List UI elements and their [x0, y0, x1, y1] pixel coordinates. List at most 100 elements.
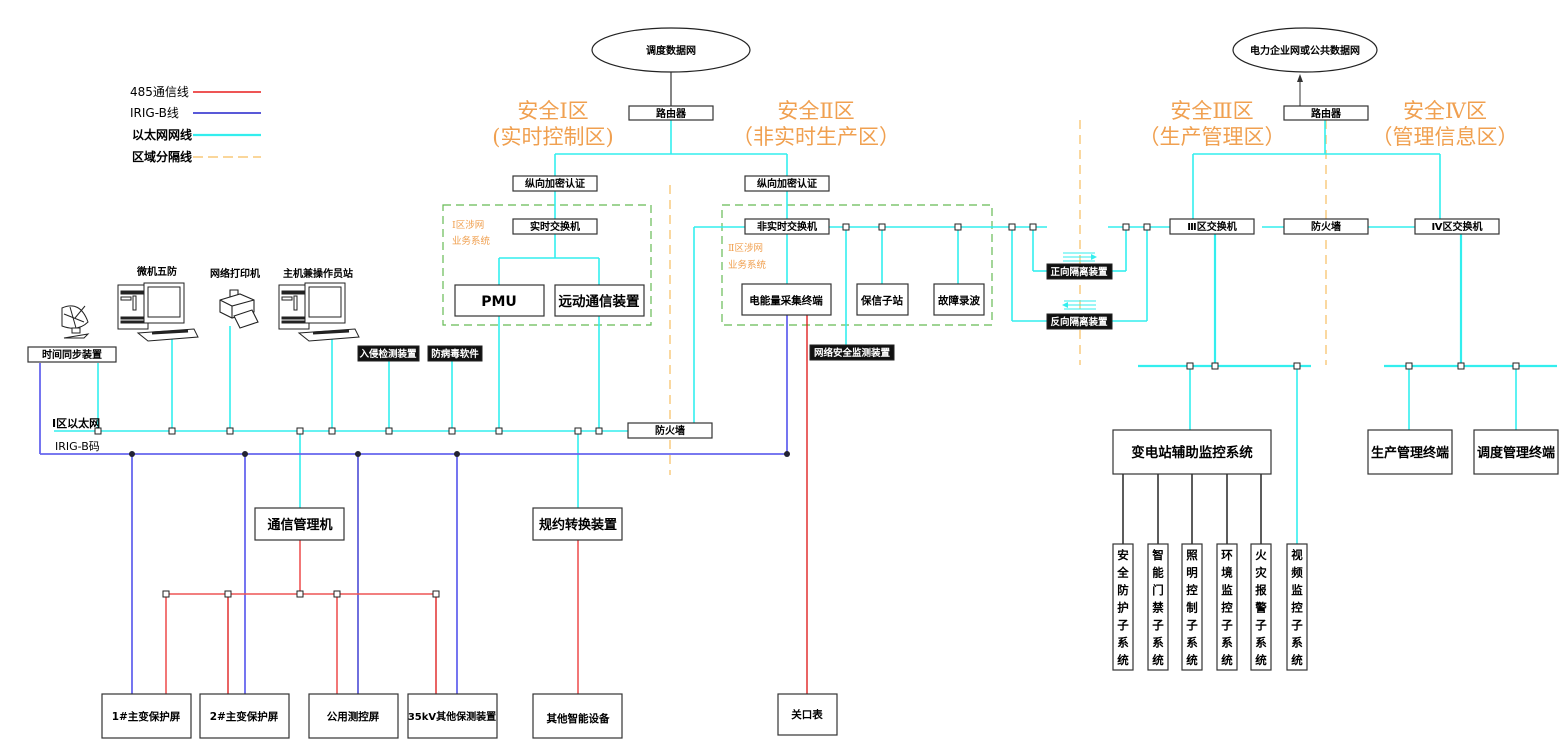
realtime-switch-label: 实时交换机	[530, 220, 580, 233]
bus-junction-node	[878, 223, 886, 231]
non-realtime-switch[interactable]: 非实时交换机	[744, 218, 830, 235]
bus-junction-node	[448, 427, 456, 435]
router-zone34[interactable]: 路由器	[1283, 105, 1369, 121]
aux-subsystem-char: 统	[1117, 653, 1129, 667]
intrusion-detection[interactable]: 入侵检测装置	[357, 345, 420, 362]
bus-junction-node	[385, 427, 393, 435]
realtime-switch[interactable]: 实时交换机	[512, 218, 598, 235]
bus-junction-node	[1457, 362, 1465, 370]
uplink-arrow-icon	[1297, 74, 1303, 82]
aux-subsystem-char: 系	[1221, 636, 1233, 650]
other-smart-device[interactable]: 其他智能设备	[532, 693, 623, 739]
zone1-title: 安全Ⅰ区	[517, 99, 588, 123]
antivirus-software[interactable]: 防病毒软件	[427, 345, 483, 362]
bus-junction-node	[1211, 362, 1219, 370]
legend-label-485: 485通信线	[130, 85, 189, 99]
comm-manager[interactable]: 通信管理机	[254, 507, 345, 541]
zone1-business-group	[442, 204, 652, 326]
aux-subsystem-char: 统	[1255, 653, 1267, 667]
aux-subsystem-char: 系	[1186, 636, 1198, 650]
time-sync-device[interactable]: 时间同步装置	[27, 346, 117, 363]
crypto-auth-zone2[interactable]: 纵向加密认证	[744, 175, 830, 192]
aux-subsystem-char: 护	[1117, 601, 1129, 615]
bus-nodes	[94, 223, 1520, 598]
non-realtime-switch-label: 非实时交换机	[757, 220, 817, 233]
irig-b-bus	[39, 312, 788, 694]
forward-arrow-icon	[1063, 252, 1097, 262]
aux-subsystem-char: 报	[1255, 583, 1267, 597]
reverse-isolator[interactable]: 反向隔离装置	[1046, 313, 1113, 330]
zone3-switch[interactable]: Ⅲ区交换机	[1169, 218, 1255, 235]
bus-junction-node	[296, 427, 304, 435]
bus-junction-node	[1122, 223, 1130, 231]
net-security-monitor[interactable]: 网络安全监测装置	[809, 344, 895, 361]
fault-recorder[interactable]: 故障录波	[933, 283, 985, 316]
bus-junction-node	[328, 427, 336, 435]
time-sync-label: 时间同步装置	[42, 348, 102, 361]
zone4-switch-label: Ⅳ区交换机	[1432, 220, 1483, 233]
aux-subsystem-char: 控	[1221, 601, 1233, 615]
t2-protection-panel[interactable]: 2#主变保护屏	[199, 693, 290, 739]
telecontrol-device[interactable]: 远动通信装置	[554, 284, 645, 317]
aux-subsystem-char: 子	[1291, 618, 1303, 632]
aux-subsystem-char: 禁	[1152, 601, 1164, 615]
energy-terminal[interactable]: 电能量采集终端	[741, 283, 832, 316]
aux-subsystem-char: 照	[1186, 548, 1198, 562]
router-zone12[interactable]: 路由器	[628, 105, 714, 121]
gateway-meter-label: 关口表	[791, 708, 823, 721]
forward-isolator[interactable]: 正向隔离装置	[1046, 263, 1113, 280]
crypto-auth-zone1[interactable]: 纵向加密认证	[512, 175, 598, 192]
reverse-isolator-label: 反向隔离装置	[1050, 316, 1108, 328]
aux-subsystem-char: 统	[1186, 653, 1198, 667]
aux-subsystem-char: 子	[1186, 618, 1198, 632]
ethernet-links-upper	[498, 120, 1170, 431]
firewall-zone34[interactable]: 防火墙	[1283, 218, 1369, 235]
intrusion-detection-label: 入侵检测装置	[358, 348, 417, 360]
dispatch-terminal[interactable]: 调度管理终端	[1473, 429, 1559, 475]
kv35-other-device[interactable]: 35kV其他保测装置	[407, 693, 498, 739]
aux-monitor-system[interactable]: 变电站辅助监控系统	[1112, 429, 1272, 475]
forward-isolator-label: 正向隔离装置	[1050, 266, 1108, 278]
zone1-group-label-1: Ⅰ区涉网	[452, 219, 484, 231]
dispatch-network-label: 调度数据网	[646, 44, 696, 57]
irig-junction	[454, 451, 460, 457]
zone4-switch[interactable]: Ⅳ区交换机	[1414, 218, 1500, 235]
bus-junction-node	[1029, 223, 1037, 231]
aux-subsystem-char: 环	[1221, 548, 1233, 562]
bus-junction-node	[1143, 223, 1151, 231]
crypto-auth-zone1-label: 纵向加密认证	[525, 177, 585, 190]
pmu-device[interactable]: PMU	[454, 284, 545, 317]
aux-subsystem-char: 系	[1152, 636, 1164, 650]
aux-subsystem-char: 系	[1255, 636, 1267, 650]
bus-junction-node	[162, 590, 170, 598]
aux-subsystem-char: 能	[1152, 566, 1164, 580]
public-control-panel[interactable]: 公用测控屏	[308, 693, 399, 739]
bus-junction-node	[1405, 362, 1413, 370]
t1-protection-panel[interactable]: 1#主变保护屏	[101, 693, 192, 739]
protocol-converter[interactable]: 规约转换装置	[532, 507, 623, 541]
firewall-zone12[interactable]: 防火墙	[627, 422, 713, 439]
aux-subsystem-char: 子	[1255, 618, 1267, 632]
bus-junction-node	[954, 223, 962, 231]
desktop-computer-icon	[117, 282, 199, 342]
zone4-title: 安全Ⅳ区	[1403, 99, 1487, 123]
router-zone12-label: 路由器	[656, 107, 687, 120]
zone1-ethernet-bus	[54, 326, 628, 508]
irig-junction	[784, 451, 790, 457]
production-terminal[interactable]: 生产管理终端	[1367, 429, 1453, 475]
gateway-meter[interactable]: 关口表	[777, 693, 838, 736]
bus-junction-node	[168, 427, 176, 435]
relay-substation[interactable]: 保信子站	[856, 283, 909, 316]
aux-subsystem-char: 安	[1117, 548, 1129, 562]
bus-junction-node	[1293, 362, 1301, 370]
reverse-arrow-icon	[1062, 300, 1096, 310]
aux-subsystems: 安全防护子系统智能门禁子系统照明控制子系统环境监控子系统火灾报警子系统视频监控子…	[1112, 543, 1308, 671]
zone2-title: 安全Ⅱ区	[777, 99, 854, 123]
